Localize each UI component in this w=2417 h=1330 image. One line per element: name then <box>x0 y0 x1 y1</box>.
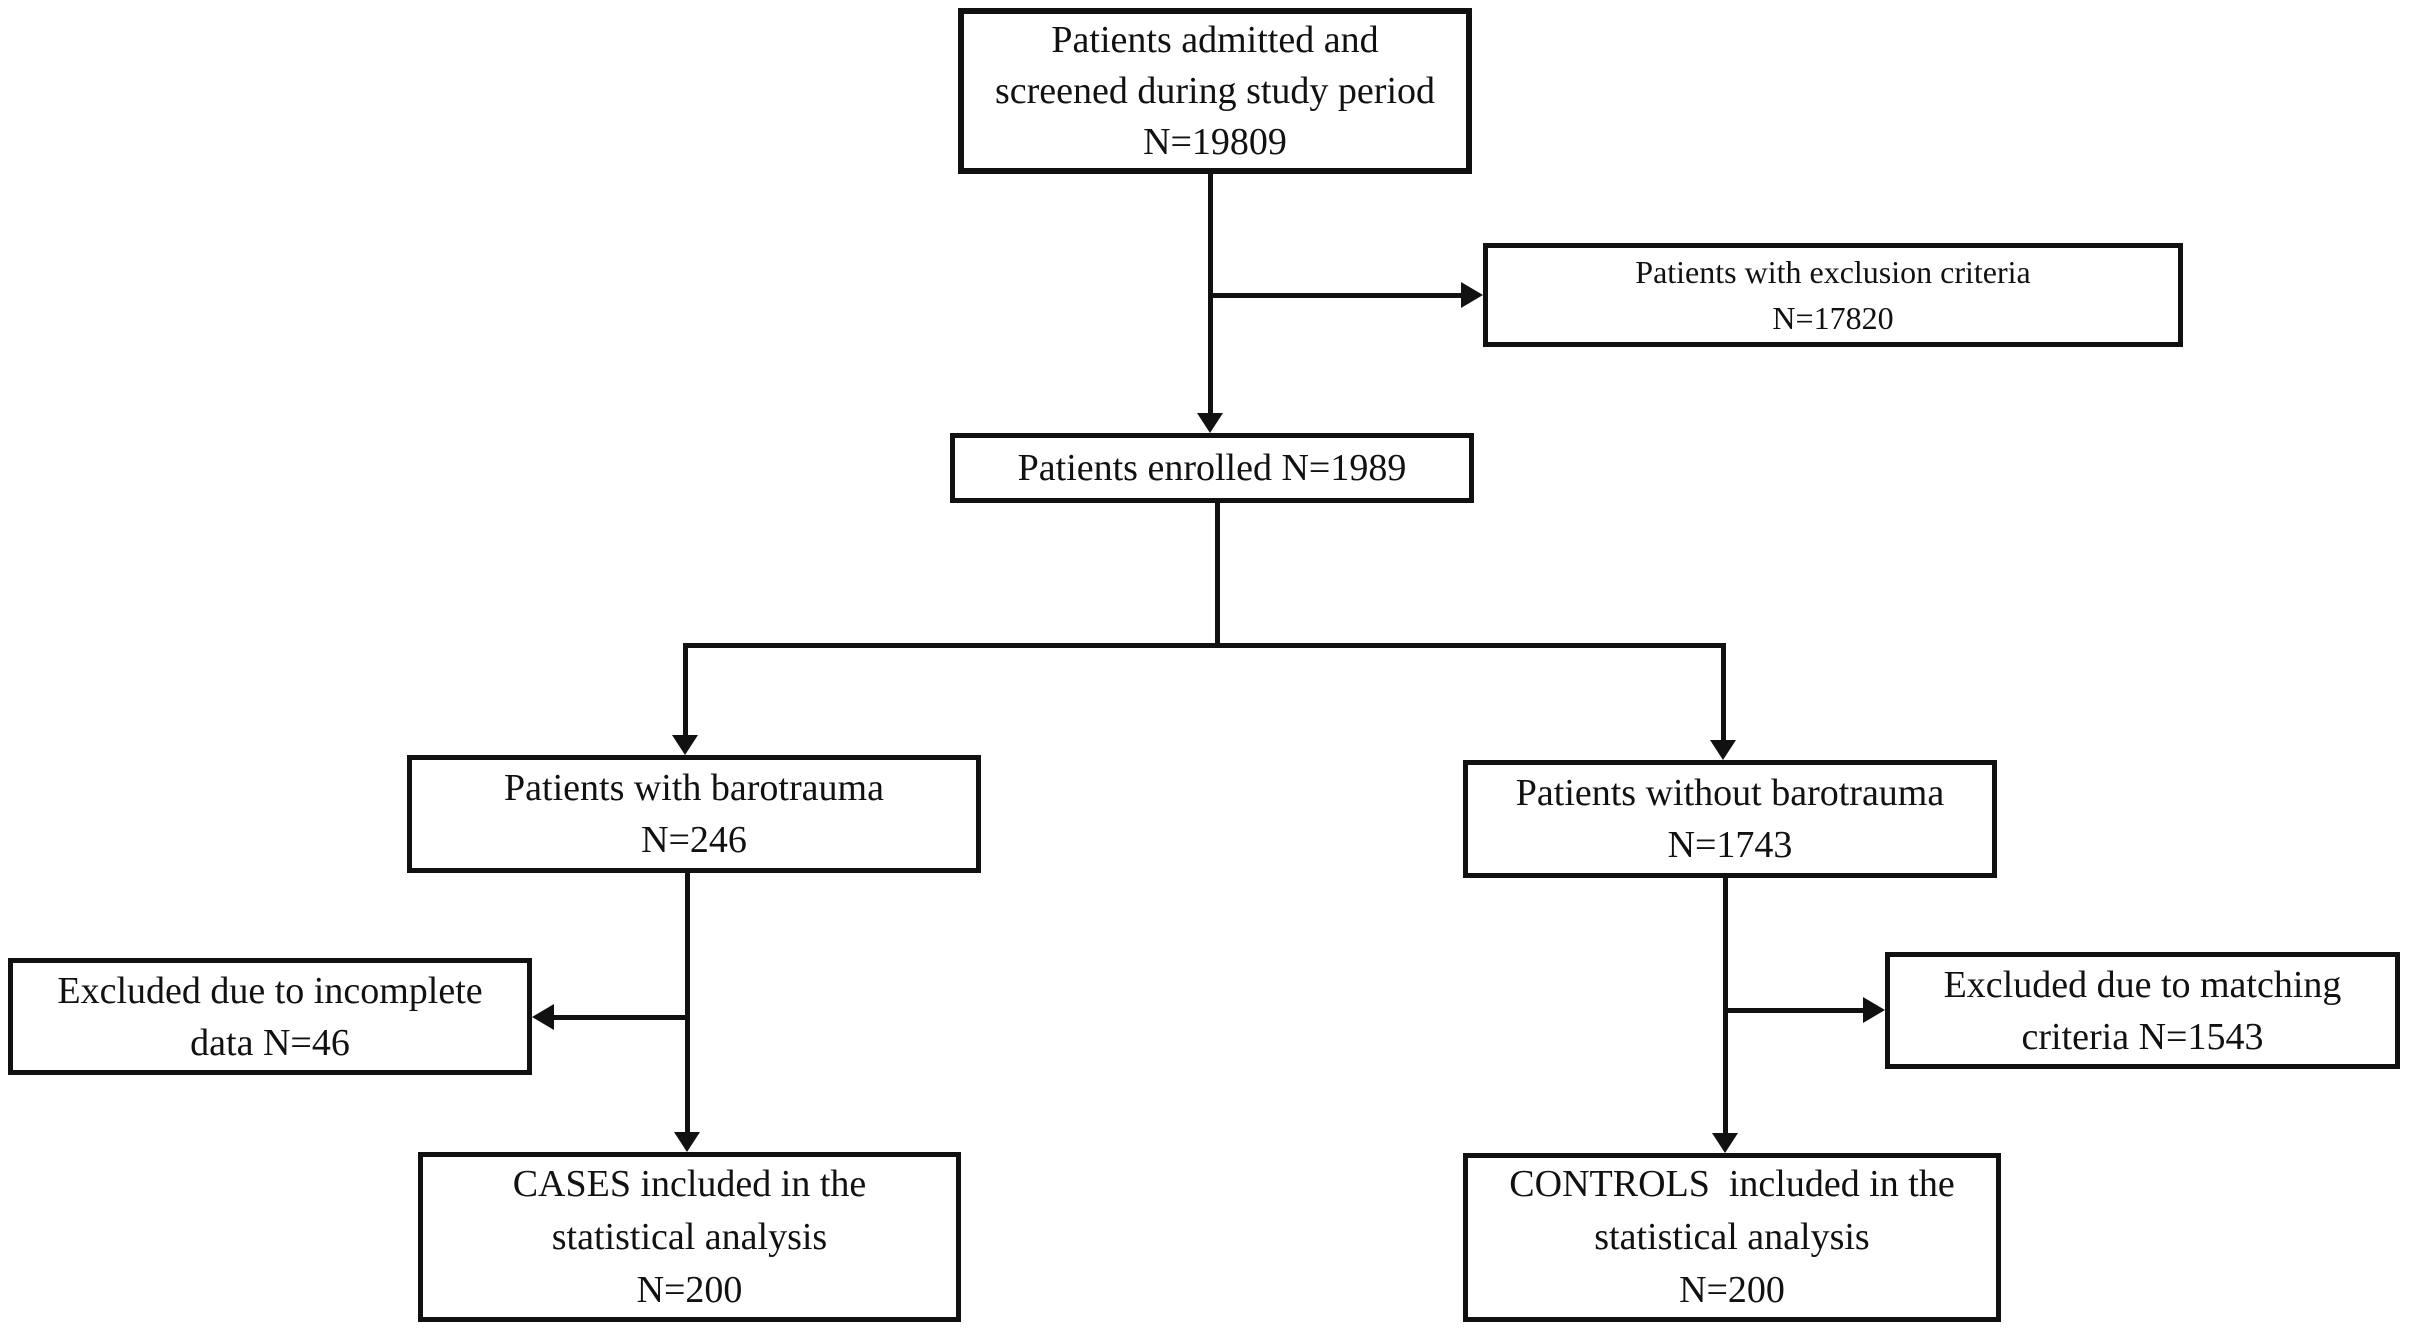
text-line: screened during study period <box>994 69 1436 112</box>
connector-barotrauma-excluded <box>552 1015 690 1020</box>
connector-enrolled-stem <box>1215 503 1220 648</box>
arrowhead-left-icon <box>532 1004 554 1030</box>
text-line: CONTROLS included in the <box>1509 1163 1955 1205</box>
text-line: Patients with barotrauma <box>504 767 884 809</box>
node-cases: CASES included in the statistical analys… <box>418 1152 961 1322</box>
text-line: statistical analysis <box>1594 1216 1870 1258</box>
text-line: N=200 <box>636 1268 743 1311</box>
connector-no-barotrauma-excluded <box>1725 1008 1865 1013</box>
text-line: Excluded due to matching <box>1943 963 2342 1006</box>
text-line: N=246 <box>641 819 747 861</box>
arrowhead-down-icon <box>1197 413 1223 433</box>
text-line: criteria N=1543 <box>2021 1015 2264 1058</box>
arrowhead-right-icon <box>1461 282 1483 308</box>
text-line: Patients enrolled N=1989 <box>1017 447 1407 489</box>
arrowhead-down-icon <box>674 1132 700 1152</box>
text-line: data N=46 <box>190 1021 350 1064</box>
text-line: N=17820 <box>1772 300 1894 336</box>
arrowhead-down-icon <box>1710 740 1736 760</box>
text-line: N=1743 <box>1667 824 1793 866</box>
text-line: CASES included in the <box>512 1162 867 1205</box>
connector-split-barotrauma <box>683 643 688 737</box>
node-without-barotrauma: Patients without barotrauma N=1743 <box>1463 760 1997 878</box>
arrowhead-down-icon <box>672 735 698 755</box>
arrowhead-right-icon <box>1863 997 1885 1023</box>
node-excluded-matching-criteria: Excluded due to matching criteria N=1543 <box>1885 952 2400 1069</box>
node-screened: Patients admitted and screened during st… <box>958 8 1472 174</box>
text-line: Patients without barotrauma <box>1515 772 1945 814</box>
connector-screened-exclusion <box>1210 293 1463 298</box>
arrowhead-down-icon <box>1712 1133 1738 1153</box>
node-exclusion-criteria: Patients with exclusion criteria N=17820 <box>1483 243 2183 347</box>
node-with-barotrauma: Patients with barotrauma N=246 <box>407 755 981 873</box>
connector-split-no-barotrauma <box>1721 643 1726 742</box>
text-line: N=200 <box>1679 1269 1785 1311</box>
text-line: N=19809 <box>1143 120 1287 163</box>
node-controls: CONTROLS included in the statistical ana… <box>1463 1153 2001 1322</box>
text-line: statistical analysis <box>551 1215 828 1258</box>
connector-split-bar <box>683 643 1726 648</box>
node-excluded-incomplete-data: Excluded due to incomplete data N=46 <box>8 958 532 1075</box>
connector-barotrauma-cases <box>685 873 690 1134</box>
text-line: Patients admitted and <box>1051 18 1379 61</box>
text-line: Excluded due to incomplete <box>57 969 483 1012</box>
text-line: Patients with exclusion criteria <box>1635 254 2031 290</box>
node-enrolled: Patients enrolled N=1989 <box>950 433 1474 503</box>
connector-no-barotrauma-controls <box>1723 878 1728 1135</box>
